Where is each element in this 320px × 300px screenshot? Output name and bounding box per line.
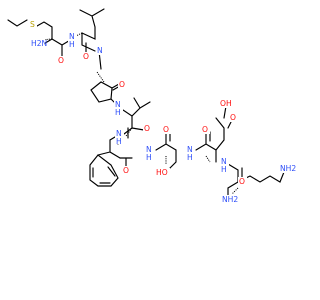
atom-label-o-lys: O	[239, 177, 245, 186]
atom-label-nh2-epsilon: NH2	[280, 164, 296, 173]
atom-label-o-acid: O	[230, 113, 236, 122]
atom-label-o-terminal: O	[58, 56, 64, 65]
atom-label-nh2-alpha: NH2	[222, 195, 238, 204]
atom-label-n-val: N	[115, 100, 121, 109]
atom-label-h-asp: H	[187, 153, 193, 162]
atom-label-o-leu: O	[83, 52, 89, 61]
atom-label-o-val: O	[144, 124, 150, 133]
bond-skeleton	[7, 8, 285, 197]
atom-label-o-lactam: O	[119, 80, 125, 89]
stereo-bonds	[39, 32, 239, 195]
atom-label-h-lys: H	[221, 165, 227, 174]
atom-label-n-phe: N	[116, 129, 122, 138]
atom-label-ho-ser: HO	[156, 168, 168, 177]
molecule-structure-diagram: S H2N O N H O N O N H O N H O	[7, 8, 296, 204]
atom-label-n-top: N	[69, 32, 75, 41]
atom-label-h-top: H	[69, 40, 75, 49]
atom-label-h-phe: H	[116, 137, 122, 146]
atom-label-h-ser: H	[146, 153, 152, 162]
atom-label-n-lactam: N	[97, 46, 103, 55]
atom-label-oh-acid: OH	[220, 99, 232, 108]
atom-labels: S H2N O N H O N O N H O N H O	[29, 20, 296, 204]
atom-label-n-lys: N	[221, 157, 227, 166]
atom-label-n-ser: N	[146, 145, 152, 154]
atom-label-o-ser: O	[163, 125, 169, 134]
atom-label-h-val: H	[115, 108, 121, 117]
atom-label-n-asp: N	[187, 145, 193, 154]
atom-label-s: S	[30, 20, 35, 29]
atom-label-o-phe: O	[123, 166, 129, 175]
atom-label-o-asp: O	[202, 125, 208, 134]
atom-label-h2n: H2N	[31, 39, 47, 48]
